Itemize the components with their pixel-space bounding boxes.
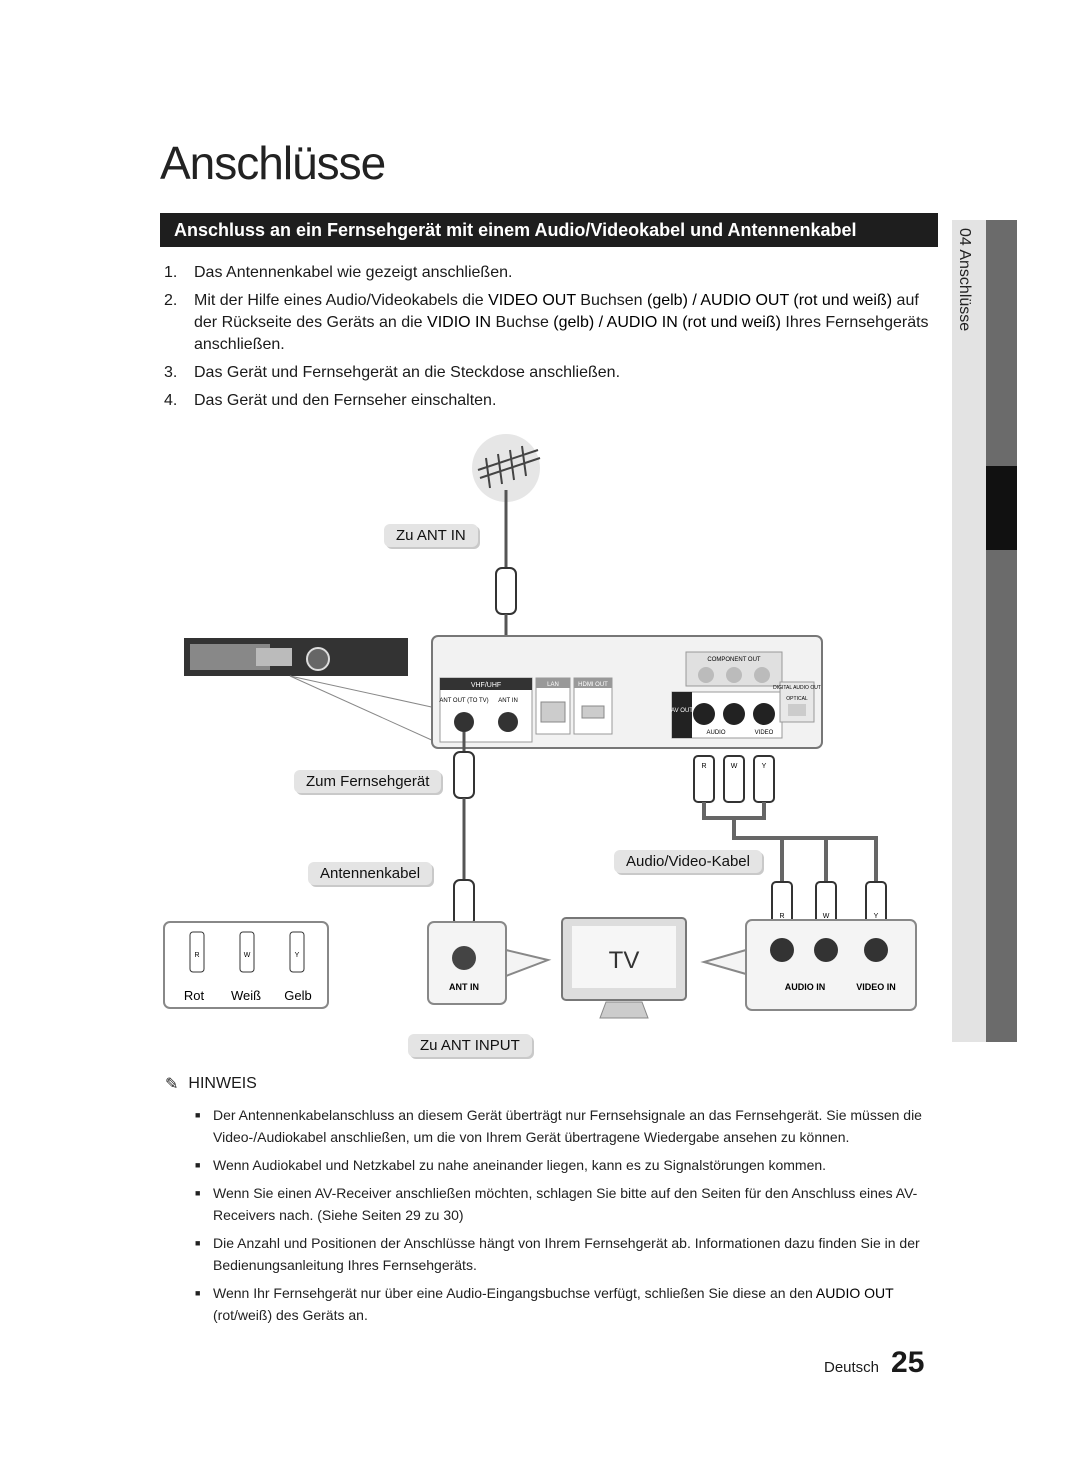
notes-heading: ✎ HINWEIS: [165, 1075, 257, 1093]
audio-small-label: AUDIO: [706, 730, 725, 736]
tv-av-in-panel: AUDIO IN VIDEO IN: [700, 919, 917, 1011]
page-footer: Deutsch 25: [824, 1346, 924, 1380]
antenna-plug-top: [495, 567, 517, 615]
label-zu-ant-in: Zu ANT IN: [384, 524, 478, 547]
side-tab-marker: [986, 466, 1017, 550]
note-item: Wenn Audiokabel und Netzkabel zu nahe an…: [195, 1154, 940, 1176]
note-item: Wenn Ihr Fernsehgerät nur über eine Audi…: [195, 1282, 940, 1326]
section-title: Anschluss an ein Fernsehgerät mit einem …: [160, 213, 938, 247]
step-item: 3.Das Gerät und Fernsehgerät an die Stec…: [164, 364, 621, 381]
step-item: 2.Mit der Hilfe eines Audio/Videokabels …: [164, 292, 929, 353]
rear-panel: VHF/UHF ANT OUT (TO TV) ANT IN LAN HDMI …: [431, 635, 823, 749]
connection-diagram-svg: VHF/UHF ANT OUT (TO TV) ANT IN LAN HDMI …: [163, 434, 917, 1019]
tv-label: TV: [609, 947, 640, 974]
note-item: Wenn Sie einen AV-Receiver anschließen m…: [195, 1182, 940, 1226]
antenna-plug-bottom: [453, 879, 475, 927]
notes-list: Der Antennenkabelanschluss an diesem Ger…: [195, 1104, 940, 1332]
digital-audio-out-label: DIGITAL AUDIO OUT: [773, 685, 821, 691]
legend-rot: Rot: [184, 988, 205, 1003]
page-title: Anschlüsse: [160, 137, 386, 189]
ant-in-label: ANT IN: [449, 982, 479, 992]
svg-text:W: W: [823, 913, 830, 920]
svg-text:W: W: [731, 763, 738, 770]
pencil-icon: ✎: [165, 1076, 179, 1093]
legend-gelb: Gelb: [284, 988, 311, 1003]
label-antennenkabel: Antennenkabel: [308, 862, 433, 885]
svg-text:W: W: [244, 952, 251, 959]
side-tab-label: 04 Anschlüsse: [956, 228, 973, 332]
av-cable-icon: R W Y R W Y: [693, 755, 887, 929]
note-item: Der Antennenkabelanschluss an diesem Ger…: [195, 1104, 940, 1148]
step-item: 1.Das Antennenkabel wie gezeigt anschlie…: [164, 264, 513, 281]
svg-text:Y: Y: [295, 952, 300, 959]
steps-list: 1.Das Antennenkabel wie gezeigt anschlie…: [160, 262, 940, 418]
side-tab-dark: [986, 220, 1017, 1042]
audio-in-label: AUDIO IN: [785, 982, 826, 992]
step-item: 4.Das Gerät und den Fernseher einschalte…: [164, 392, 497, 409]
side-tab-light: [952, 220, 986, 1042]
av-out-label: AV OUT: [671, 708, 693, 714]
svg-text:R: R: [701, 763, 706, 770]
svg-text:Y: Y: [874, 913, 879, 920]
label-zu-ant-input: Zu ANT INPUT: [408, 1034, 532, 1057]
tv-icon: TV: [561, 917, 687, 1019]
svg-text:R: R: [779, 913, 784, 920]
svg-text:Y: Y: [762, 763, 767, 770]
connection-diagram: VHF/UHF ANT OUT (TO TV) ANT IN LAN HDMI …: [160, 430, 960, 1070]
page-number: 25: [891, 1346, 925, 1379]
note-item: Die Anzahl und Positionen der Anschlüsse…: [195, 1232, 940, 1276]
blu-ray-player-icon: [184, 638, 437, 743]
label-zum-fernsehgeraet: Zum Fernsehgerät: [294, 770, 442, 793]
video-small-label: VIDEO: [755, 730, 774, 736]
component-out-label: COMPONENT OUT: [707, 657, 761, 663]
label-av-kabel: Audio/Video-Kabel: [614, 850, 762, 873]
lan-label: LAN: [547, 682, 559, 688]
antenna-plug-mid: [453, 751, 475, 799]
hdmi-out-label: HDMI OUT: [578, 682, 608, 688]
ant-in-small-label: ANT IN: [498, 698, 518, 704]
svg-text:R: R: [194, 952, 199, 959]
video-in-label: VIDEO IN: [856, 982, 896, 992]
optical-label: OPTICAL: [786, 696, 808, 702]
ant-out-label: ANT OUT (TO TV): [439, 698, 488, 704]
tv-ant-in-panel: ANT IN: [427, 921, 552, 1005]
vhf-uhf-label: VHF/UHF: [471, 682, 501, 689]
plug-legend: R W Y Rot Weiß Gelb: [163, 921, 329, 1009]
footer-language: Deutsch: [824, 1359, 880, 1376]
antenna-icon: [472, 434, 541, 502]
legend-weiss: Weiß: [231, 988, 261, 1003]
